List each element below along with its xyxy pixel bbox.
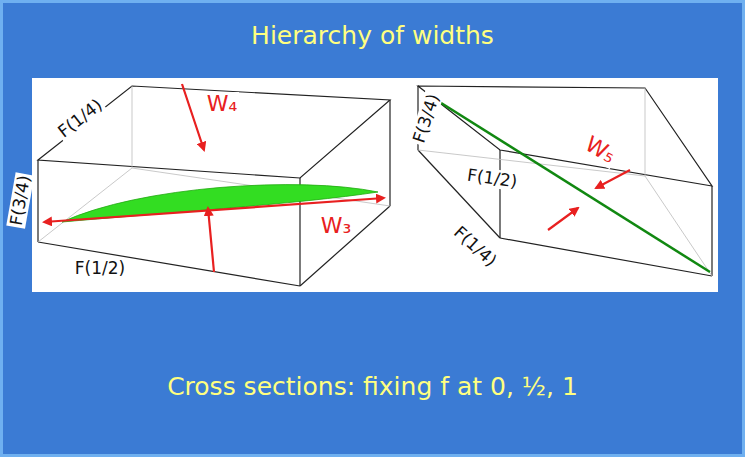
right-box	[418, 86, 712, 276]
left-box	[38, 86, 390, 286]
slide-title: Hierarchy of widths	[0, 22, 745, 50]
width-label: W₄	[205, 92, 240, 116]
green-line-section	[430, 96, 710, 272]
width-arrows	[44, 84, 384, 272]
width-arrows-right	[548, 170, 630, 230]
width-label: W₃	[319, 214, 354, 238]
face-label: F(1/2)	[73, 259, 127, 278]
slide-caption: Cross sections: fixing f at 0, ½, 1	[0, 373, 745, 401]
image-panel	[32, 78, 718, 292]
